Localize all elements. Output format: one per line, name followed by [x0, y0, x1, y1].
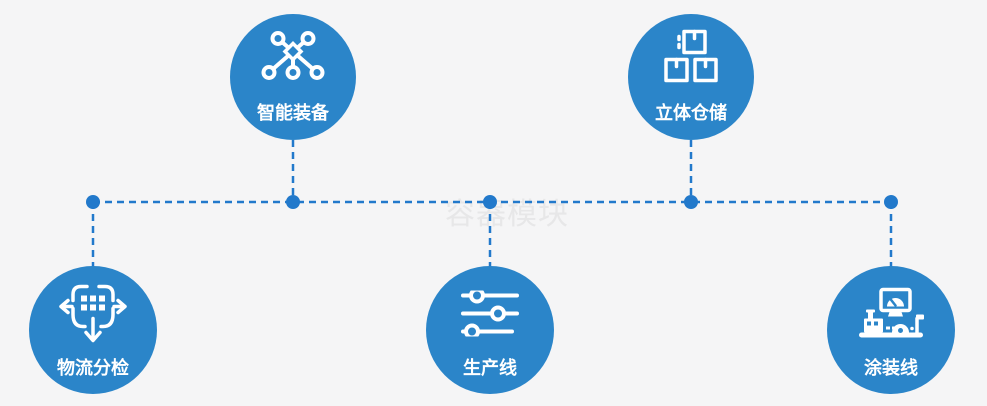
- node-logistics-sorting[interactable]: 物流分检: [29, 266, 157, 394]
- sorting-arrows-icon: [59, 283, 127, 350]
- sliders-icon: [460, 287, 520, 342]
- junction-dot: [286, 195, 300, 209]
- node-production-line[interactable]: 生产线: [426, 266, 554, 394]
- node-label: 智能装备: [257, 103, 329, 123]
- machine-gauge-icon: [853, 287, 929, 345]
- node-stereo-warehouse[interactable]: 立体仓储: [628, 14, 754, 140]
- junction-dot: [483, 195, 497, 209]
- junction-dot: [86, 195, 100, 209]
- node-label: 生产线: [463, 358, 517, 378]
- node-label: 物流分检: [57, 358, 129, 378]
- node-label: 涂装线: [864, 358, 918, 378]
- node-label: 立体仓储: [655, 103, 727, 123]
- node-coating-line[interactable]: 涂装线: [827, 266, 955, 394]
- node-smart-equipment[interactable]: 智能装备: [230, 14, 356, 140]
- junction-dot: [684, 195, 698, 209]
- stacked-boxes-icon: [663, 29, 719, 89]
- junction-dot: [884, 195, 898, 209]
- watermark-text: 容器模块: [445, 198, 569, 231]
- network-nodes-icon: [261, 31, 325, 88]
